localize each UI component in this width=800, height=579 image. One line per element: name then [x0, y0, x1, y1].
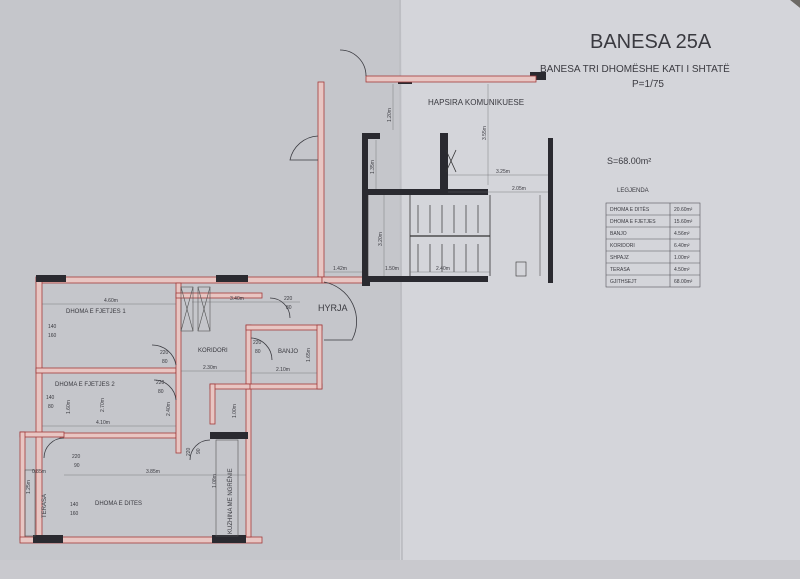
room-bedroom1: DHOMA E FJETJES 1	[66, 309, 126, 315]
dimension-labels: 4.60m 3.40m 2.30m 2.10m 4.10m 3.85m 3.25…	[26, 108, 526, 494]
legend-row-name: GJITHSEJT	[610, 279, 637, 285]
room-bedroom2: DHOMA E FJETJES 2	[55, 382, 115, 388]
legend-row-name: DHOMA E FJETJES	[610, 219, 656, 225]
dim-142: 1.42m	[333, 266, 347, 272]
mark-220-e: 220	[72, 454, 81, 460]
plan-subtitle: BANESA TRI DHOMËSHE KATI I SHTATË	[540, 63, 730, 75]
mark-220-c: 220	[253, 340, 262, 346]
dim-108: 1.08m	[212, 474, 218, 488]
mark-220-d: 220	[156, 380, 165, 386]
room-hapsira: HAPSIRA KOMUNIKUESE	[428, 98, 524, 107]
mark-220-a: 220	[284, 296, 293, 302]
legend-rows: DHOMA E DITËS 20.60m² DHOMA E FJETJES 15.60…	[610, 206, 693, 285]
dim-165: 1.65m	[306, 348, 312, 362]
area-total: S=68.00m²	[607, 156, 651, 166]
mark-140-a: 140	[48, 324, 57, 330]
legend-title: LEGJENDA	[617, 188, 649, 194]
legend-row-value: 4.50m²	[674, 267, 690, 273]
dim-320: 3.20m	[378, 232, 384, 246]
plan-scale: P=1/75	[632, 79, 664, 90]
legend-row-value: 6.40m²	[674, 243, 690, 249]
dim-325: 3.25m	[496, 169, 510, 175]
dim-385: 3.85m	[146, 469, 160, 475]
mark-80-d: 80	[158, 389, 164, 395]
legend-row-value: 20.60m²	[674, 207, 693, 213]
dim-120: 1.20m	[387, 108, 393, 122]
legend-row-name: DHOMA E DITËS	[610, 206, 650, 213]
dimension-lines	[42, 84, 548, 476]
room-kitchen: KUZHINA ME NGRËNIE	[227, 468, 234, 534]
mark-80-b: 80	[162, 359, 168, 365]
mark-160-a: 160	[48, 333, 57, 339]
dim-240v: 2.40m	[166, 402, 172, 416]
dim-210: 2.10m	[276, 367, 290, 373]
mark-80-c: 80	[255, 349, 261, 355]
legend-row-value: 15.60m²	[674, 219, 693, 225]
room-koridori: KORIDORI	[198, 348, 228, 354]
room-hyrja: HYRJA	[318, 303, 348, 313]
legend-row-name: KORIDORI	[610, 243, 635, 249]
dim-125: 1.25m	[26, 480, 32, 494]
mark-140-c: 140	[70, 502, 79, 508]
dim-100: 1.00m	[232, 404, 238, 418]
kitchen-counter	[215, 439, 239, 537]
door-swings	[43, 49, 367, 461]
dim-085: 0.85m	[32, 469, 46, 475]
stair-core	[362, 72, 553, 283]
dim-460: 4.60m	[104, 298, 118, 304]
mark-90-e: 90	[74, 463, 80, 469]
mark-140-b: 140	[46, 395, 55, 401]
legend-row-name: SHPAJZ	[610, 255, 629, 261]
legend-row-name: BANJO	[610, 231, 627, 237]
room-living: DHOMA E DITES	[95, 501, 142, 507]
mark-90-f: 90	[196, 448, 202, 454]
dim-135: 1.35m	[370, 160, 376, 174]
mark-80-e: 80	[48, 404, 54, 410]
dim-240: 2.40m	[436, 266, 450, 272]
dim-410: 4.10m	[96, 420, 110, 426]
dim-160: 1.60m	[66, 400, 72, 414]
legend-row-value: 1.00m²	[674, 255, 690, 261]
mark-220-b: 220	[160, 350, 169, 356]
stair-steps	[417, 205, 479, 272]
wall-corners	[33, 275, 370, 543]
mark-80-a: 80	[286, 305, 292, 311]
dim-230: 2.30m	[203, 365, 217, 371]
mark-220-f: 220	[186, 447, 192, 456]
dim-150: 1.50m	[385, 266, 399, 272]
wardrobe	[180, 286, 211, 332]
legend-table	[605, 202, 701, 288]
mark-160-c: 160	[70, 511, 79, 517]
room-terasa: TERASA	[42, 494, 48, 518]
dim-355: 3.55m	[482, 126, 488, 140]
dim-205: 2.05m	[512, 186, 526, 192]
terrace-rail	[24, 469, 36, 537]
dim-270: 2.70m	[100, 398, 106, 412]
opening-marks: 220 80 220 80 220 80 220 80 140 160 140 …	[46, 296, 293, 517]
apartment-walls	[19, 75, 537, 544]
room-banjo: BANJO	[278, 349, 298, 355]
dim-340: 3.40m	[230, 296, 244, 302]
legend-row-value: 4.56m²	[674, 231, 690, 237]
legend-row-name: TERASA	[610, 267, 631, 273]
plan-title: BANESA 25A	[590, 31, 712, 53]
legend-row-value: 68.00m²	[674, 279, 693, 285]
